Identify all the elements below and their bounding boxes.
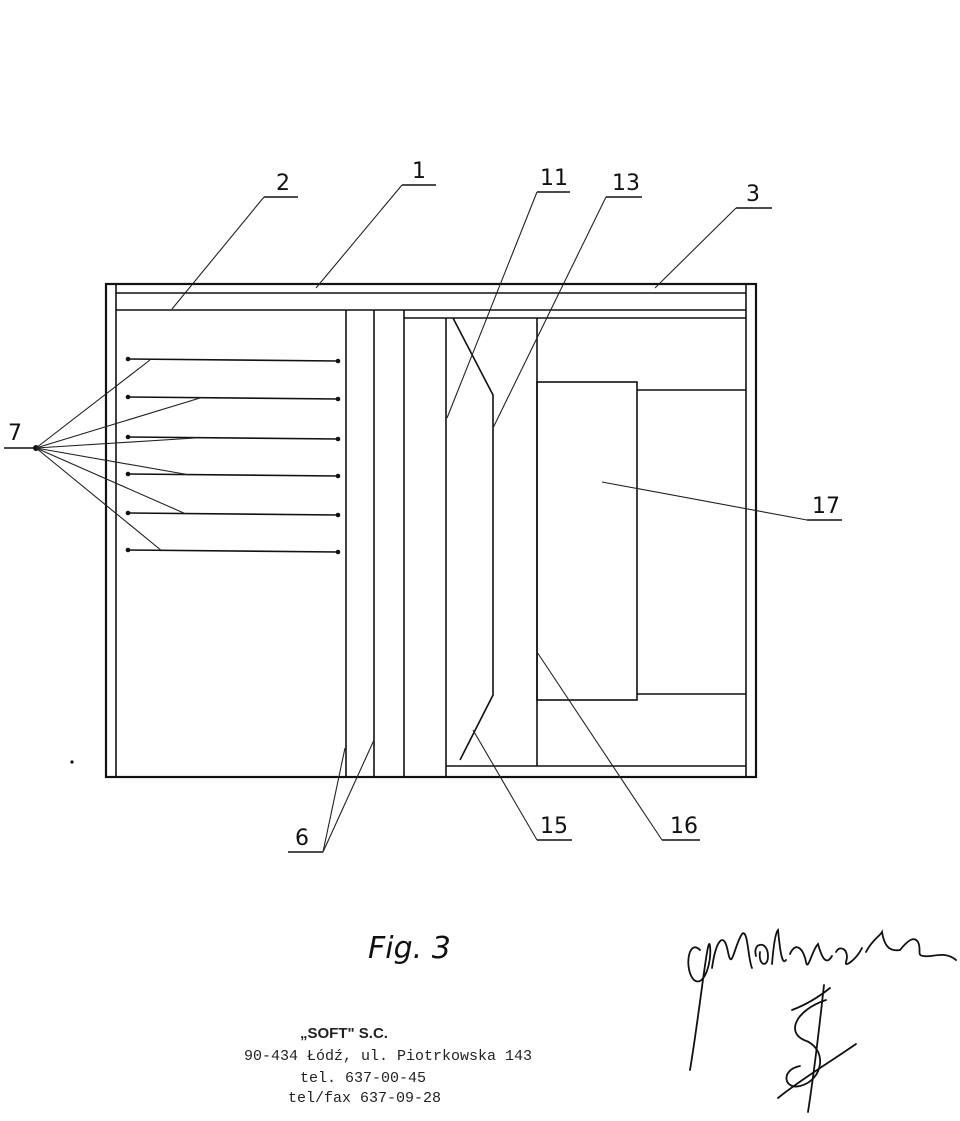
label-7: 7 [8, 421, 22, 446]
label-15: 15 [540, 814, 568, 839]
stamp-line-4: tel/fax 637-09-28 [288, 1090, 441, 1107]
label-3: 3 [746, 182, 760, 207]
housing [104, 282, 758, 779]
wires [33, 356, 341, 555]
label-2: 2 [276, 171, 290, 196]
company-stamp: „SOFT" S.C. 90-434 Łódź, ul. Piotrkowska… [244, 1025, 532, 1107]
cone-element [452, 317, 538, 766]
label-16: 16 [670, 814, 698, 839]
stamp-line-2: 90-434 Łódź, ul. Piotrkowska 143 [244, 1048, 532, 1065]
label-17: 17 [812, 494, 840, 519]
label-6: 6 [295, 826, 309, 851]
stamp-line-3: tel. 637-00-45 [300, 1070, 426, 1087]
figure-caption: Fig. 3 [368, 931, 451, 966]
signature [687, 928, 957, 1113]
stamp-line-1: „SOFT" S.C. [300, 1025, 388, 1042]
label-13: 13 [612, 171, 640, 196]
leader-lines [4, 184, 842, 853]
block-17 [536, 381, 746, 701]
reference-numerals: 2 1 11 13 3 7 17 6 15 16 [8, 159, 840, 851]
plates [345, 310, 746, 777]
label-11: 11 [540, 166, 568, 191]
label-1: 1 [412, 159, 426, 184]
stray-dot [70, 760, 74, 764]
